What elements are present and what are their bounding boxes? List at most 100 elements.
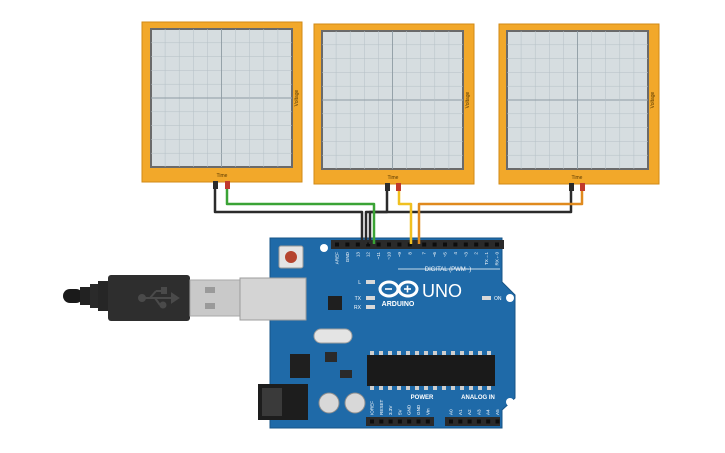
- pin-socket[interactable]: [463, 242, 468, 247]
- pin-label: 13: [355, 252, 360, 258]
- pin-socket[interactable]: [416, 419, 421, 424]
- pin-socket[interactable]: [407, 242, 412, 247]
- pin-socket[interactable]: [486, 419, 491, 424]
- pin-socket[interactable]: [495, 419, 500, 424]
- pin-socket[interactable]: [407, 419, 412, 424]
- usb-cable[interactable]: [63, 275, 243, 321]
- capacitor: [344, 392, 366, 414]
- pin-label: ~5: [443, 252, 448, 258]
- pin-socket[interactable]: [449, 419, 453, 424]
- oscilloscope-grid: [151, 29, 292, 167]
- board-model-label: UNO: [422, 281, 462, 301]
- pin-socket[interactable]: [335, 242, 339, 247]
- wire-signal-green[interactable]: [225, 189, 376, 244]
- pin-socket[interactable]: [388, 419, 393, 424]
- oscilloscope-2[interactable]: Voltage Time: [313, 23, 475, 191]
- pin-label: GND: [407, 404, 412, 415]
- pin-socket[interactable]: [453, 242, 458, 247]
- pin-socket[interactable]: [376, 242, 381, 247]
- reset-button-cap[interactable]: [285, 251, 297, 263]
- usb-b-socket: [239, 277, 307, 321]
- pin-socket[interactable]: [345, 242, 350, 247]
- pin-socket[interactable]: [467, 419, 472, 424]
- time-label: Time: [217, 173, 228, 179]
- pin-label: A3: [476, 409, 481, 415]
- probe-negative-terminal[interactable]: [385, 183, 390, 191]
- wire-ground-scope1[interactable]: [213, 189, 364, 244]
- chip-pin: [469, 351, 473, 355]
- pin-socket[interactable]: [422, 242, 427, 247]
- pin-socket[interactable]: [397, 242, 402, 247]
- pin-label: 4: [453, 252, 458, 255]
- pin-label: TX→1: [484, 252, 489, 265]
- probe-negative-terminal[interactable]: [569, 183, 574, 191]
- chip-pin: [433, 386, 437, 390]
- usb-plug-metal: [189, 279, 243, 317]
- pin-socket[interactable]: [366, 242, 371, 247]
- digital-header-label: DIGITAL (PWM~): [425, 267, 472, 273]
- pin-socket[interactable]: [370, 419, 374, 424]
- microcontroller-pins: [370, 351, 491, 390]
- pin-socket[interactable]: [387, 242, 391, 247]
- pin-label: ~9: [397, 252, 402, 258]
- pin-label: RX←0: [495, 252, 500, 266]
- pin-socket[interactable]: [458, 419, 463, 424]
- pin-socket[interactable]: [484, 242, 489, 247]
- arduino-infinity-logo: [378, 280, 419, 298]
- chip-pin: [406, 351, 410, 355]
- wire-signal-yellow[interactable]: [397, 191, 413, 244]
- chip-pin: [433, 351, 437, 355]
- led-rx: [366, 305, 375, 309]
- led-l: [366, 280, 375, 284]
- digital-pin-sockets: [335, 242, 499, 247]
- analog-pin-sockets: [449, 419, 500, 424]
- probe-positive-terminal[interactable]: [580, 183, 585, 191]
- usb-cable-wire: [63, 289, 83, 303]
- chip-pin: [442, 386, 446, 390]
- power-pin-sockets: [370, 419, 430, 424]
- pin-label: 3.3V: [388, 405, 393, 415]
- time-label: Time: [388, 175, 399, 181]
- probe-negative-terminal[interactable]: [213, 181, 218, 189]
- oscilloscope-grid: [322, 31, 463, 169]
- chip-pin: [478, 386, 482, 390]
- pin-socket[interactable]: [355, 242, 360, 247]
- voltage-label: Voltage: [294, 89, 300, 106]
- small-component: [325, 352, 337, 362]
- chip-pin: [460, 351, 464, 355]
- pin-socket[interactable]: [379, 419, 384, 424]
- chip-pin: [370, 351, 374, 355]
- led-on: [482, 296, 491, 300]
- led-tx-label: TX: [355, 296, 362, 302]
- pin-socket[interactable]: [432, 242, 437, 247]
- oscilloscope-3[interactable]: Voltage Time: [498, 23, 660, 191]
- pin-socket[interactable]: [397, 419, 402, 424]
- pin-socket[interactable]: [476, 419, 481, 424]
- probe-positive-terminal[interactable]: [396, 183, 401, 191]
- oscilloscope-1[interactable]: Voltage Time: [141, 21, 303, 189]
- analog-header-label: ANALOG IN: [461, 395, 495, 401]
- wire-ground-scope3[interactable]: [368, 191, 573, 244]
- chip-pin: [388, 386, 392, 390]
- pin-socket[interactable]: [495, 242, 499, 247]
- chip-pin: [487, 386, 491, 390]
- mounting-hole: [506, 398, 514, 406]
- probe-positive-terminal[interactable]: [225, 181, 230, 189]
- crystal-oscillator: [313, 328, 353, 344]
- pin-label: 8: [407, 252, 412, 255]
- pin-socket[interactable]: [474, 242, 479, 247]
- wires[interactable]: [213, 189, 584, 244]
- wire-signal-orange[interactable]: [417, 191, 584, 244]
- usb-plug-notch: [205, 303, 215, 309]
- pin-socket[interactable]: [443, 242, 447, 247]
- pin-label: IOREF: [370, 401, 375, 415]
- chip-pin: [397, 386, 401, 390]
- pin-label: 2: [474, 252, 479, 255]
- oscilloscope-grid: [507, 31, 648, 169]
- pin-socket[interactable]: [425, 419, 430, 424]
- pin-label: 12: [366, 252, 371, 258]
